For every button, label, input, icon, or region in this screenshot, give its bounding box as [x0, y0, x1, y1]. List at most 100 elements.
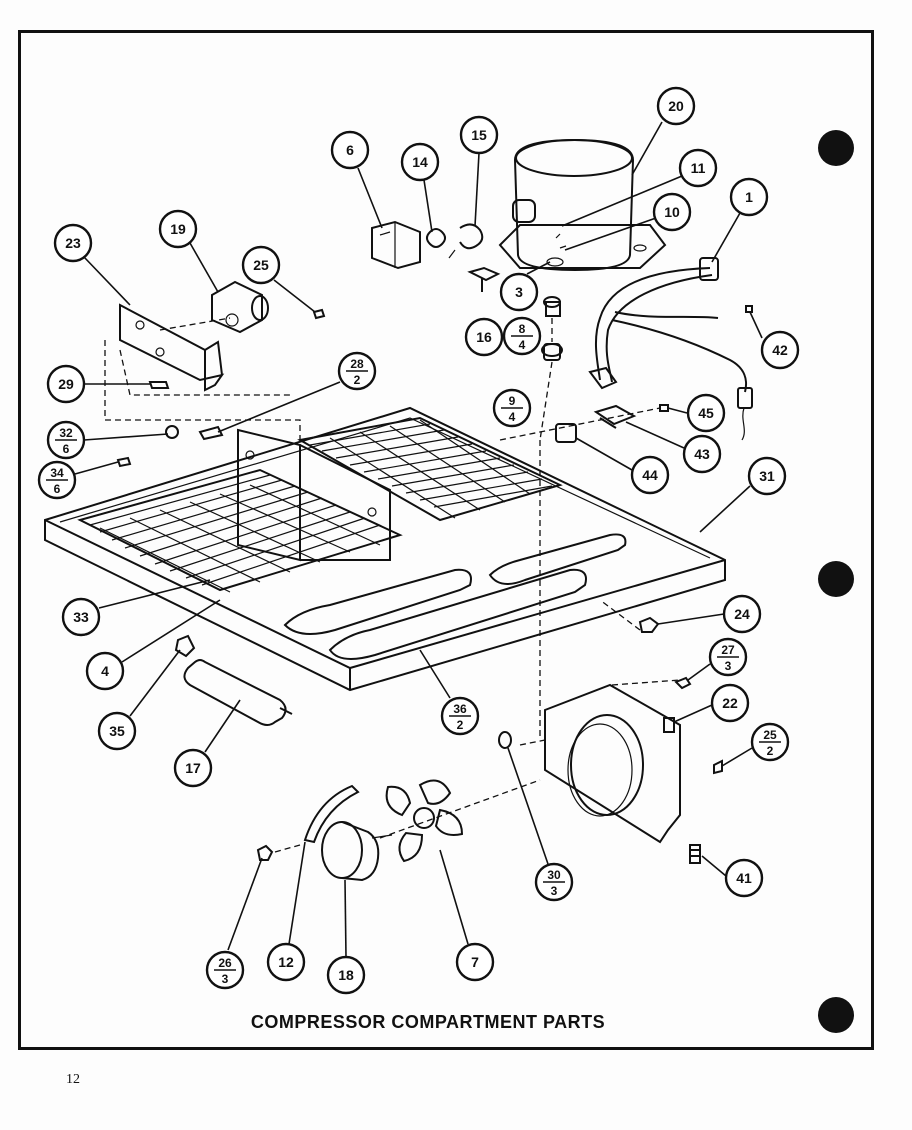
callout-number: 11 [691, 160, 706, 176]
callout-c19: 19 [158, 209, 198, 249]
diagram-frame [18, 30, 874, 1050]
callout-number: 18 [338, 967, 354, 983]
callout-circle [464, 317, 504, 357]
callout-c44: 44 [630, 455, 670, 495]
callout-number: 29 [58, 376, 74, 392]
callout-c18: 18 [326, 955, 366, 995]
callout-c25a: 25 [241, 245, 281, 285]
callout-number: 8 [519, 322, 526, 336]
callout-number: 30 [547, 868, 561, 882]
fan-shroud-drawing [519, 679, 681, 844]
callout-number: 22 [722, 695, 738, 711]
callout-number: 17 [185, 760, 201, 776]
callout-quantity: 3 [725, 659, 732, 673]
callout-number: 12 [278, 954, 294, 970]
callout-circle [400, 142, 440, 182]
callout-quantity: 6 [63, 442, 70, 456]
callout-number: 25 [763, 728, 777, 742]
callout-number: 25 [253, 257, 269, 273]
callout-quantity: 2 [354, 373, 361, 387]
callout-circle [173, 748, 213, 788]
callout-circle [722, 594, 762, 634]
callout-number: 35 [109, 723, 125, 739]
callout-circle [53, 223, 93, 263]
callout-circle [85, 651, 125, 691]
callout-number: 28 [350, 357, 364, 371]
callout-number: 44 [642, 467, 658, 483]
callout-c24: 24 [722, 594, 762, 634]
callout-circle [678, 148, 718, 188]
binder-hole-middle [818, 561, 854, 597]
callout-circle [499, 272, 539, 312]
callout-number: 3 [515, 284, 523, 300]
callout-c16: 16 [464, 317, 504, 357]
callout-c31: 31 [747, 456, 787, 496]
callout-number: 33 [73, 609, 89, 625]
callout-c33: 33 [61, 597, 101, 637]
callout-number: 23 [65, 235, 81, 251]
callout-c20: 20 [656, 86, 696, 126]
callout-circle [630, 455, 670, 495]
callout-quantity: 2 [767, 744, 774, 758]
callout-number: 24 [734, 606, 750, 622]
callout-c35: 35 [97, 711, 137, 751]
callout-number: 43 [694, 446, 710, 462]
callout-circle [682, 434, 722, 474]
callout-c1: 1 [729, 177, 769, 217]
callout-circle [455, 942, 495, 982]
callout-circle [241, 245, 281, 285]
callout-quantity: 4 [519, 338, 526, 352]
callout-c22: 22 [710, 683, 750, 723]
callout-c23: 23 [53, 223, 93, 263]
callout-number: 14 [412, 154, 428, 170]
callout-c26: 263 [205, 950, 245, 990]
callout-circle [46, 364, 86, 404]
page-number: 12 [66, 1072, 80, 1087]
callout-circle [710, 683, 750, 723]
callout-circle [652, 192, 692, 232]
callout-c27: 273 [708, 637, 748, 677]
wiring-harness-drawing [588, 257, 753, 441]
callout-circle [158, 209, 198, 249]
callout-c45: 45 [686, 393, 726, 433]
callout-c29: 29 [46, 364, 86, 404]
callout-c11: 11 [678, 148, 718, 188]
callout-number: 27 [721, 643, 735, 657]
callout-quantity: 2 [457, 718, 464, 732]
callout-c14: 14 [400, 142, 440, 182]
callout-number: 6 [346, 142, 354, 158]
callout-number: 15 [471, 127, 487, 143]
diagram-caption: COMPRESSOR COMPARTMENT PARTS [250, 1012, 606, 1032]
control-bracket-drawing [104, 280, 301, 470]
callout-number: 34 [50, 466, 64, 480]
callout-c28a: 282 [337, 351, 377, 391]
callout-c15: 15 [459, 115, 499, 155]
compressor-drawing [498, 138, 667, 272]
callout-circle [724, 858, 764, 898]
leader-lines [74, 121, 763, 958]
callout-number: 10 [664, 204, 680, 220]
callout-number: 31 [759, 468, 775, 484]
small-hardware-drawing [116, 305, 753, 864]
callout-c7: 7 [455, 942, 495, 982]
callout-circle [656, 86, 696, 126]
callout-c3: 3 [499, 272, 539, 312]
callout-c4: 4 [85, 651, 125, 691]
callout-circle [266, 942, 306, 982]
callout-c32: 326 [46, 420, 86, 460]
callout-quantity: 6 [54, 482, 61, 496]
binder-hole-top [818, 130, 854, 166]
callout-number: 4 [101, 663, 109, 679]
callout-quantity: 3 [551, 884, 558, 898]
callout-c9: 94 [492, 388, 532, 428]
callout-circle [459, 115, 499, 155]
callout-quantity: 4 [509, 410, 516, 424]
callout-c8: 84 [502, 316, 542, 356]
fan-assembly-drawing [256, 731, 541, 882]
callout-c41: 41 [724, 858, 764, 898]
callout-c36: 362 [440, 696, 480, 736]
callout-circle [729, 177, 769, 217]
